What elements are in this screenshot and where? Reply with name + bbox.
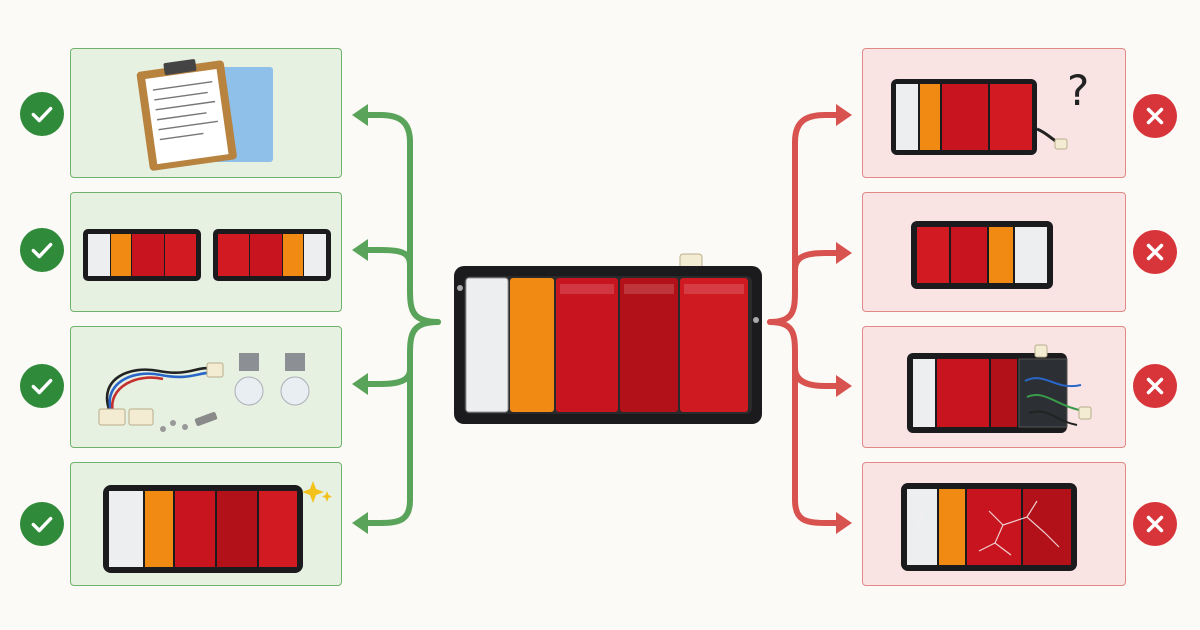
right-item-panel-3 <box>862 326 1126 448</box>
right-item-panel-1: ? <box>862 48 1126 178</box>
new-tail-lamp-sparkle-icon <box>103 481 332 573</box>
clipboard-document-icon <box>136 59 273 171</box>
right-arrowheads <box>836 104 852 534</box>
center-tail-lamp-icon <box>454 253 762 424</box>
left-brace-connector <box>359 112 441 526</box>
cracked-lens-lamp-icon <box>901 483 1077 571</box>
check-icon <box>20 502 64 546</box>
mirrored-tail-lamp-icon <box>911 221 1053 289</box>
tail-lamp-question-icon: ? <box>891 71 1089 155</box>
left-item-panel-2 <box>70 192 342 312</box>
wiring-harness-bulbs-icon <box>98 353 310 432</box>
left-arrowheads <box>352 104 368 534</box>
broken-housing-lamp-icon <box>907 344 1092 433</box>
check-icon <box>20 92 64 136</box>
cross-icon <box>1133 94 1177 138</box>
cross-icon <box>1133 230 1177 274</box>
check-icon <box>20 228 64 272</box>
check-icon <box>20 364 64 408</box>
left-item-panel-1 <box>70 48 342 178</box>
left-item-panel-4 <box>70 462 342 586</box>
question-mark: ? <box>1067 71 1089 115</box>
cross-icon <box>1133 364 1177 408</box>
right-item-panel-2 <box>862 192 1126 312</box>
left-item-panel-3 <box>70 326 342 448</box>
right-item-panel-4 <box>862 462 1126 586</box>
right-brace-connector <box>767 112 845 526</box>
tail-lamp-pair-icon <box>83 229 331 281</box>
cross-icon <box>1133 502 1177 546</box>
